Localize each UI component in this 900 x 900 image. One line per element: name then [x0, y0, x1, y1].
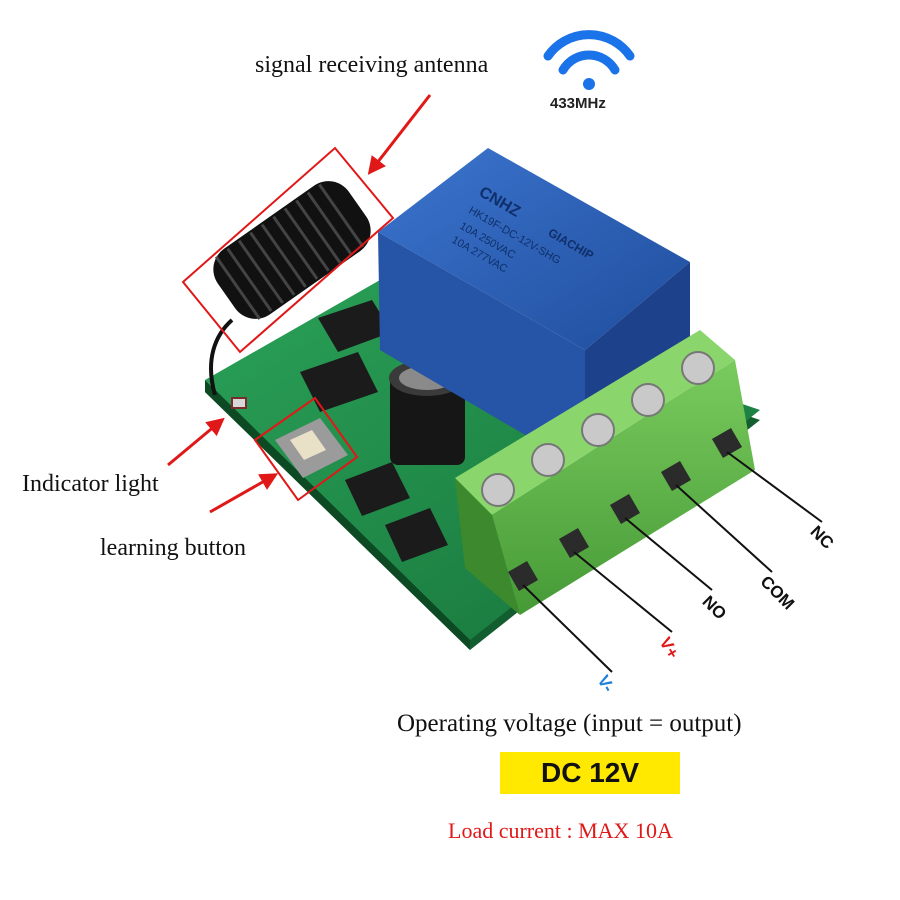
learning-button-label: learning button: [100, 535, 246, 561]
voltage-value: DC 12V: [540, 757, 640, 788]
antenna-label: signal receiving antenna: [255, 52, 489, 78]
terminal-openings: [507, 427, 743, 592]
button-highlight-box: [253, 396, 359, 502]
indicator-light-label: Indicator light: [22, 471, 159, 497]
indicator-led: [231, 397, 247, 409]
terminal-screws: [481, 351, 715, 507]
wifi-signal-icon: [543, 30, 635, 90]
indicator-arrow: [167, 417, 225, 467]
antenna: [209, 181, 371, 396]
voltage-badge: DC 12V: [500, 752, 680, 794]
frequency-badge: 433MHz: [550, 95, 606, 112]
learning-button: [275, 418, 348, 478]
terminal-leader-lines: [522, 451, 823, 673]
button-arrow: [209, 473, 279, 514]
voltage-caption: Operating voltage (input = output): [397, 710, 742, 737]
antenna-highlight-box: [181, 146, 395, 354]
load-current-text: Load current : MAX 10A: [448, 818, 673, 843]
antenna-arrow: [367, 94, 432, 175]
ic-chips: [300, 300, 448, 562]
